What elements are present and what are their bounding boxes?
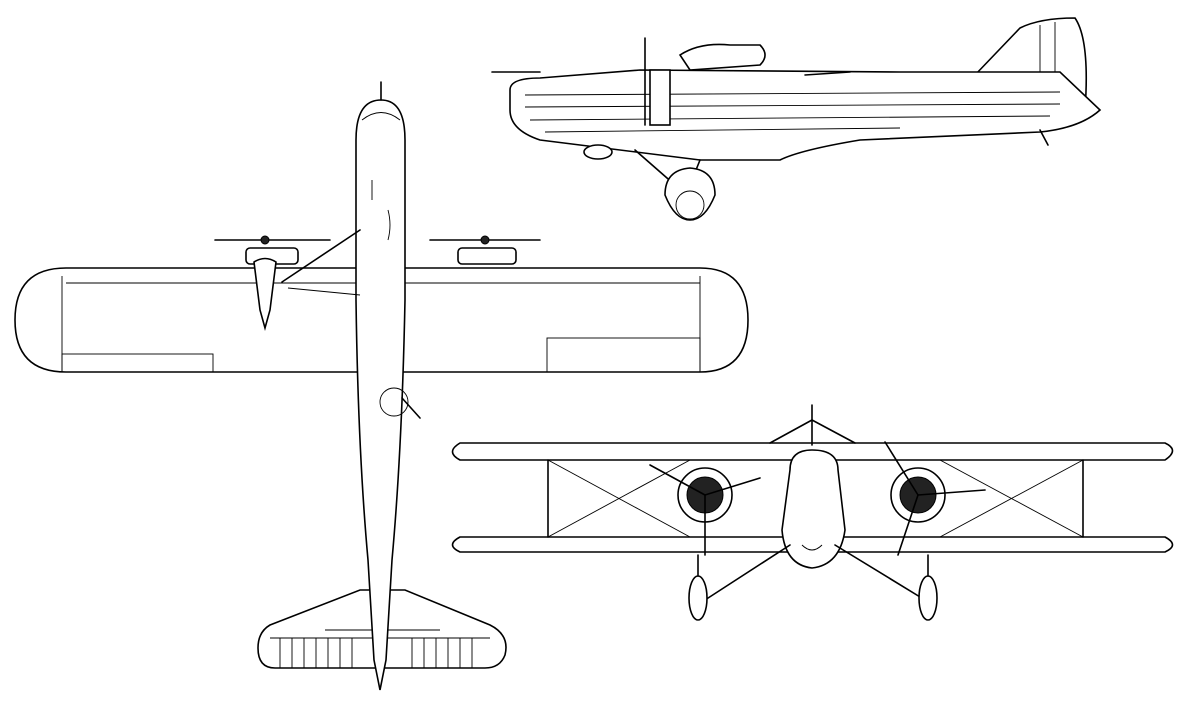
top-view-fuselage [355,99,406,691]
right-wheel [918,575,938,621]
left-engine-nacelle [214,235,331,331]
left-aileron [61,353,214,373]
side-view [491,17,1102,221]
top-view [14,81,749,691]
right-aileron [546,337,701,373]
right-engine-nacelle [429,235,541,265]
rear-gunner-ring [379,387,409,417]
right-engine [884,441,986,556]
left-wheel [688,575,708,621]
left-engine [649,464,761,556]
elevator-ribs [279,638,473,668]
side-view-wheel [675,190,705,220]
front-view [451,404,1174,621]
front-view-fuselage [781,449,846,569]
